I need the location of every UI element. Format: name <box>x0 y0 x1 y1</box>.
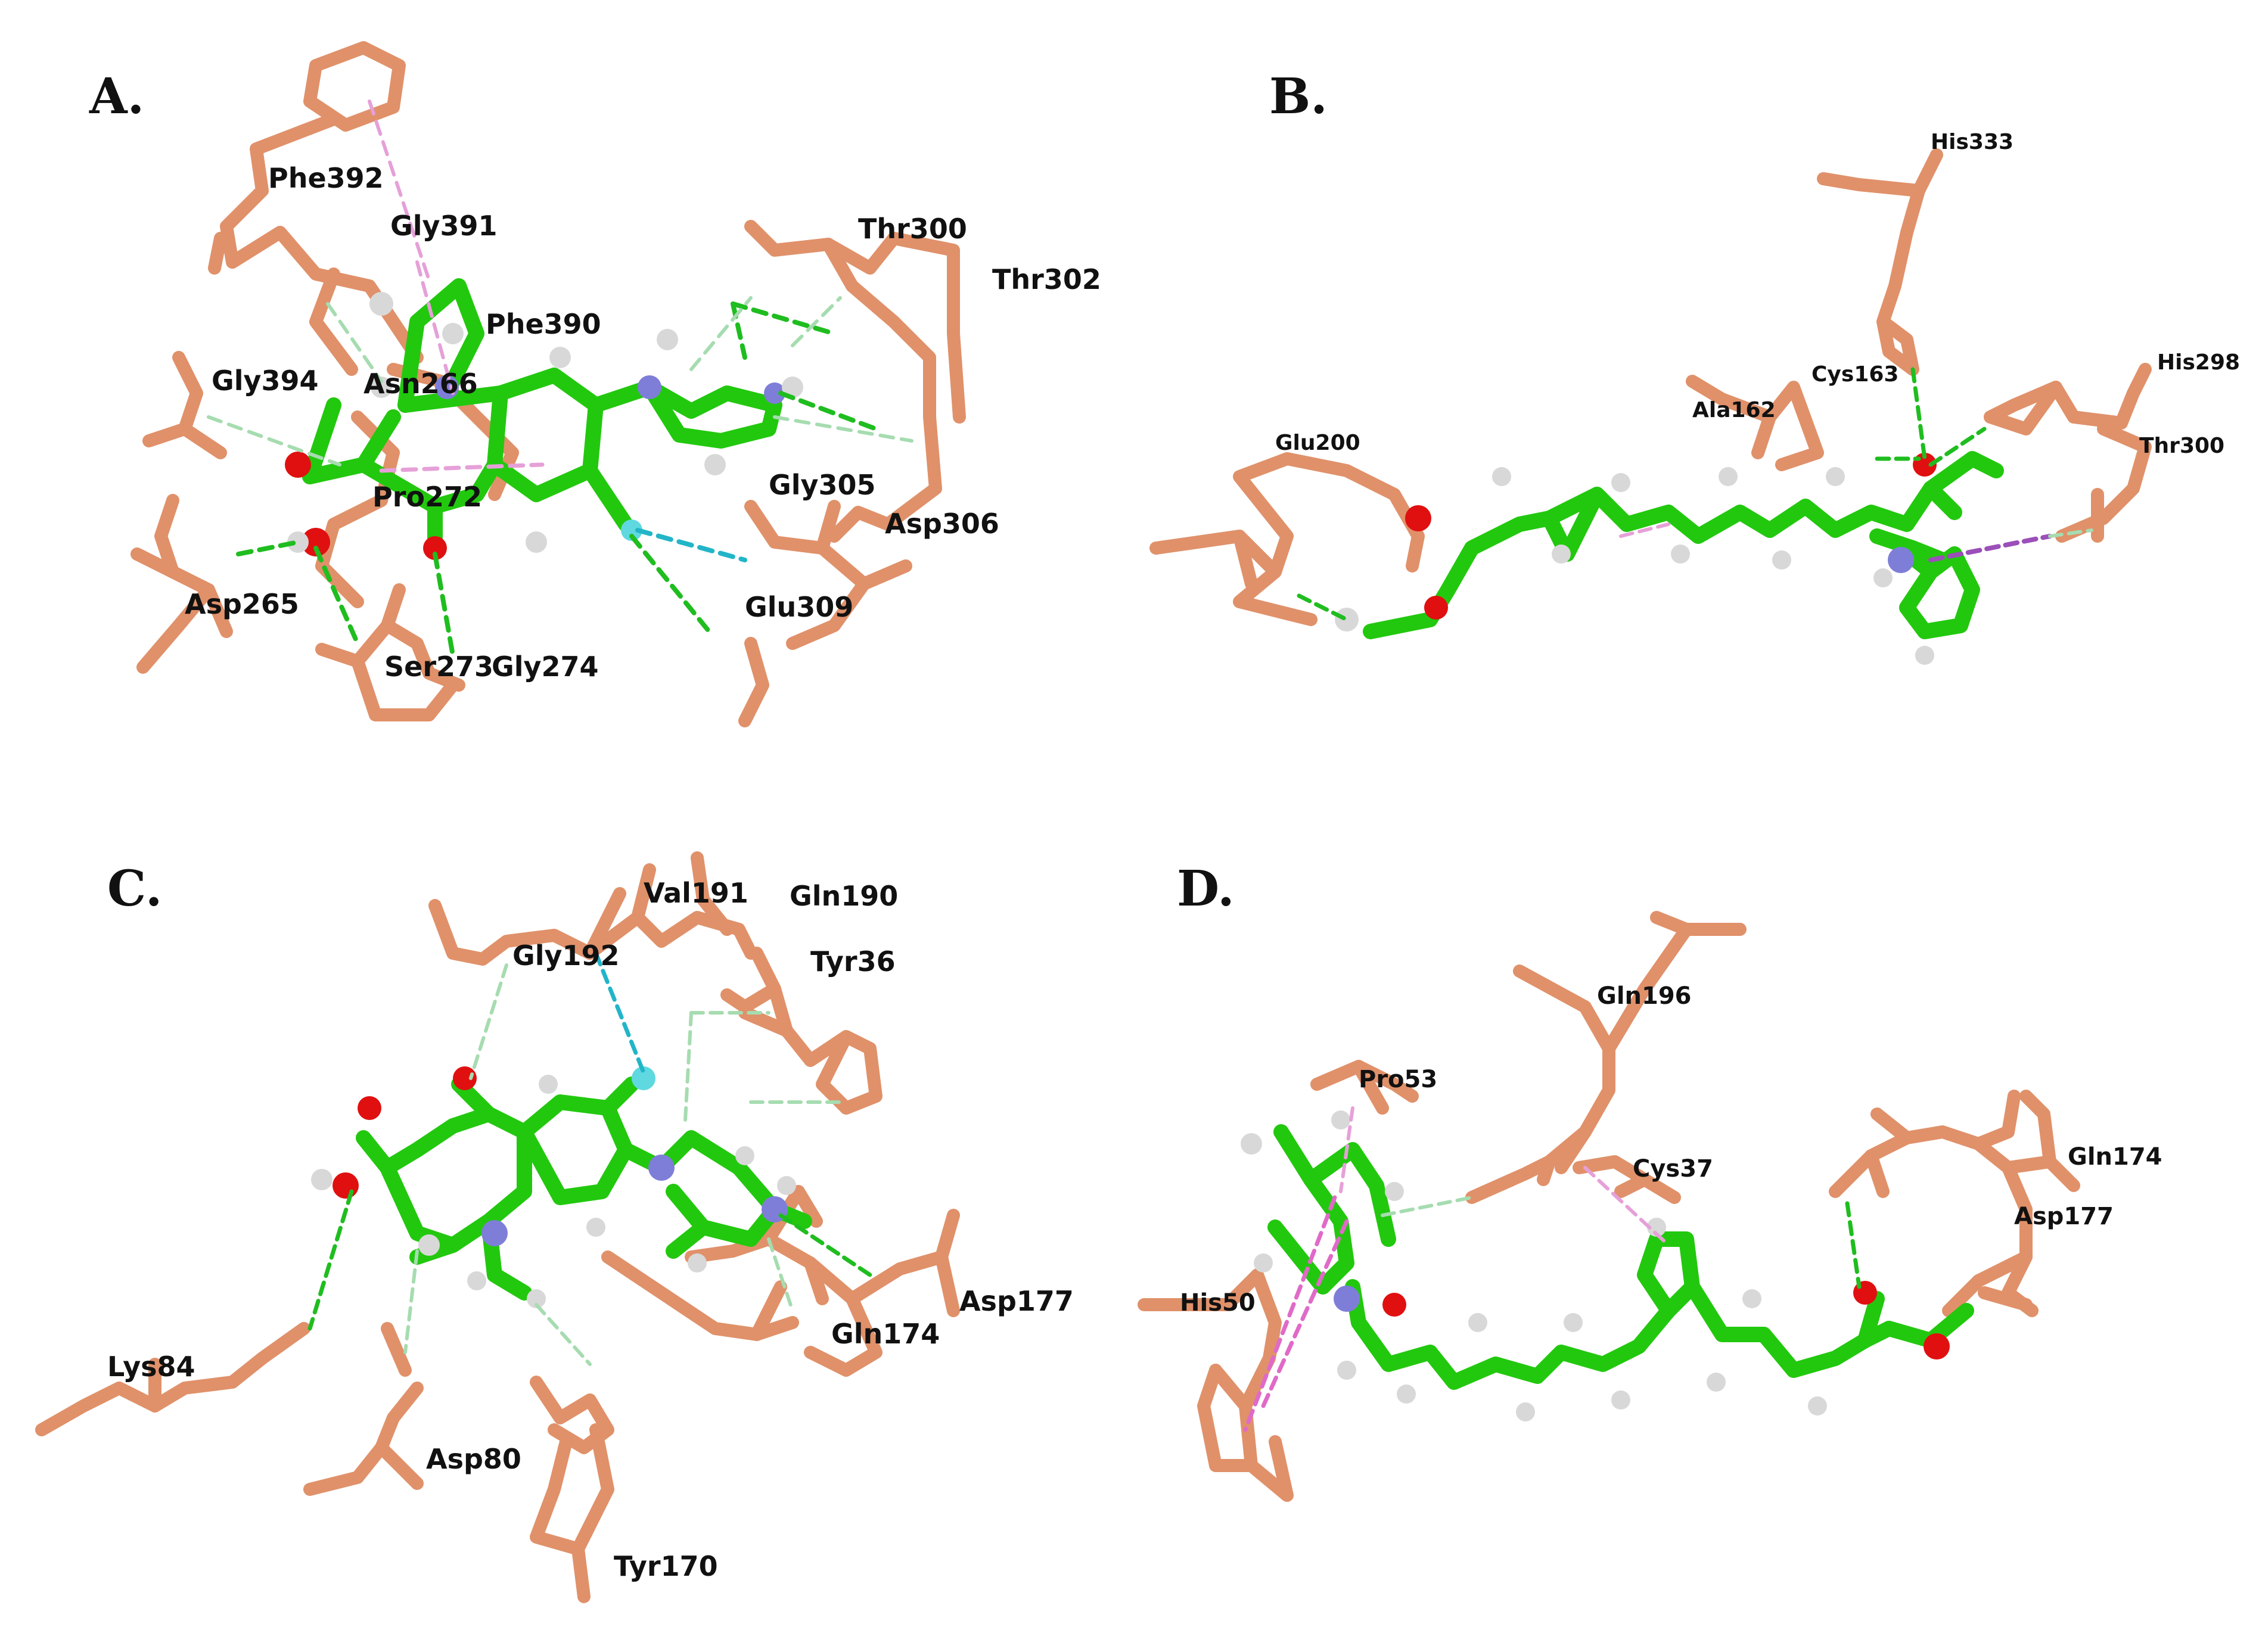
residue-label: Lys84 <box>107 1351 195 1383</box>
residue-label: Asn266 <box>363 368 478 400</box>
panel-c-label: C. <box>107 860 162 917</box>
residue-label: Phe392 <box>268 162 384 194</box>
residue-label: Pro272 <box>372 481 482 513</box>
panel-d-ligand-sticks <box>1267 1124 1974 1390</box>
residue-label: Gln196 <box>1597 982 1692 1010</box>
panel-d-label: D. <box>1177 860 1235 917</box>
panel-c: C. Val191 Gln190 Gly192 Tyr36 Asp177 Gln… <box>35 851 1074 1603</box>
residue-label: Gly192 <box>512 939 620 972</box>
residue-label: His50 <box>1180 1289 1256 1317</box>
residue-label: Gln190 <box>790 880 898 912</box>
residue-label: Glu200 <box>1275 431 1360 455</box>
panel-a-interactions <box>207 99 913 658</box>
residue-label: Val191 <box>644 877 748 909</box>
residue-label: Asp80 <box>426 1443 521 1475</box>
panel-a-ligand-atoms <box>285 292 803 560</box>
residue-label: Phe390 <box>486 308 601 340</box>
panel-c-residue-labels: Val191 Gln190 Gly192 Tyr36 Asp177 Gln174… <box>107 877 1074 1582</box>
panel-b-label: B. <box>1269 68 1328 125</box>
panel-b-protein-sticks <box>1149 148 2152 626</box>
residue-label: Asp177 <box>959 1285 1074 1317</box>
panel-a: A. Phe392 Gly391 Thr300 Thr302 Phe390 Gl… <box>89 41 1101 727</box>
residue-label: Gly305 <box>769 469 876 501</box>
panel-c-ligand-sticks <box>356 1077 812 1301</box>
residue-label: Gln174 <box>831 1318 940 1350</box>
residue-label: Pro53 <box>1359 1066 1437 1093</box>
panel-d-interactions <box>1243 1106 1862 1432</box>
residue-label: Thr300 <box>858 213 967 245</box>
panel-d-ligand-atoms <box>1241 1110 1950 1421</box>
residue-label: Ala162 <box>1692 398 1776 422</box>
panel-b-residue-labels: His333 His298 Cys163 Ala162 Glu200 Thr30… <box>1275 130 2240 458</box>
residue-label: Gly391 <box>390 210 498 242</box>
residue-label: Asp306 <box>885 508 999 540</box>
residue-label: Asp177 <box>2014 1203 2114 1230</box>
panel-b: B. His333 His298 Cys163 Ala162 Glu200 Th… <box>1149 68 2240 665</box>
residue-label: Ser273 <box>384 651 493 683</box>
residue-label: Tyr170 <box>614 1550 718 1582</box>
panel-d: D. Gln196 Pro53 Cys37 Gln174 Asp177 His5… <box>1138 860 2162 1502</box>
residue-label: Thr302 <box>992 263 1101 295</box>
residue-label: Thr300 <box>2139 434 2224 458</box>
residue-label: Tyr36 <box>810 945 896 978</box>
panel-c-protein-sticks <box>35 851 960 1603</box>
residue-label: His298 <box>2157 350 2240 375</box>
panel-b-ligand-atoms <box>1335 453 1937 665</box>
panel-c-interactions <box>307 951 872 1366</box>
panel-a-residue-labels: Phe392 Gly391 Thr300 Thr302 Phe390 Gly39… <box>185 162 1101 683</box>
residue-label: Cys37 <box>1633 1155 1713 1183</box>
residue-label: His333 <box>1931 130 2013 154</box>
residue-label: Asp265 <box>185 588 299 620</box>
panel-a-label: A. <box>89 68 144 125</box>
residue-label: Gly394 <box>212 365 319 397</box>
panel-d-protein-sticks <box>1138 911 2080 1502</box>
residue-label: Gln174 <box>2068 1143 2162 1171</box>
panel-d-residue-labels: Gln196 Pro53 Cys37 Gln174 Asp177 His50 <box>1180 982 2162 1317</box>
residue-label: Cys163 <box>1811 362 1898 387</box>
residue-label: Glu309 <box>745 591 853 623</box>
residue-label: Gly274 <box>492 651 599 683</box>
panel-b-interactions <box>1297 367 2093 622</box>
